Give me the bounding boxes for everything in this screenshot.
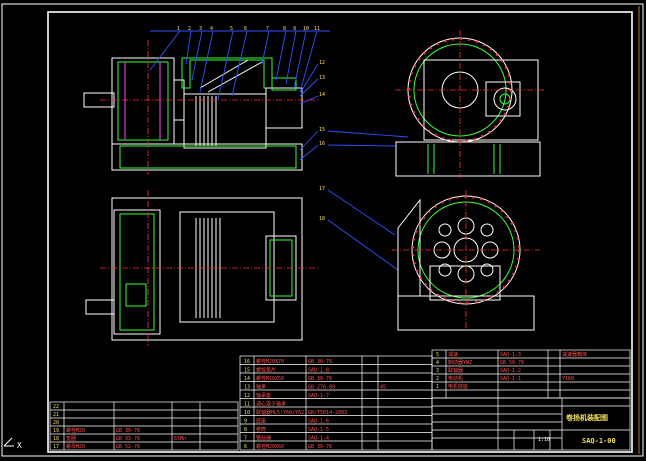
bom-m-name-7: 底座 <box>256 418 266 425</box>
top-callouts: 1 2 3 4 5 6 7 8 9 10 11 <box>149 26 330 101</box>
bom-m-code-2: GB 30-76 <box>308 376 332 382</box>
bom-m-name-3: 轴承 <box>256 384 266 391</box>
callout-15: 15 <box>319 127 325 133</box>
end-view <box>392 190 540 332</box>
bom-r-code-3: SAQ-1-1 <box>500 376 521 382</box>
bom-m-no-5: 11 <box>244 402 250 408</box>
callout-2: 2 <box>188 26 191 32</box>
bom-l-no-2: 20 <box>53 420 59 426</box>
bom-r-no-2: 3 <box>436 368 439 374</box>
callout-4: 4 <box>210 26 213 32</box>
bom-right-rows: 5 4 3 2 1 减速 制动器YWZ 联轴器 电动机 电机底座 SAQ-1-3… <box>436 351 587 390</box>
bom-m-no-2: 14 <box>244 376 250 382</box>
bom-r-name-2: 联轴器 <box>448 367 463 374</box>
bom-r-code-2: SAQ-1-2 <box>500 368 521 374</box>
bom-l-mat-4: 65Mn <box>174 436 186 442</box>
bom-mid-rows: 16 15 14 13 12 11 10 9 8 7 6 螺栓M20X70 螺栓… <box>244 358 386 450</box>
bom-m-name-10: 螺栓M20X60 <box>256 443 284 450</box>
side-callouts: 12 13 14 15 16 17 18 <box>299 60 409 271</box>
bom-left-rows: 22 21 20 19 18 17 螺栓M20 垫圈 螺母M20 GB 30-7… <box>53 404 186 450</box>
ucs-axis-label: X <box>17 441 22 450</box>
callout-11: 11 <box>314 26 320 32</box>
callout-3: 3 <box>199 26 202 32</box>
bom-m-no-7: 9 <box>244 419 247 425</box>
bom-l-no-4: 18 <box>53 436 59 442</box>
bom-tables <box>49 349 631 451</box>
bom-l-no-0: 22 <box>53 404 59 410</box>
bom-m-name-4: 轴承座 <box>256 392 271 399</box>
bom-m-code-3: GB 276-89 <box>308 385 335 391</box>
bom-r-code-0: SAQ-1-3 <box>500 352 521 358</box>
callout-6: 6 <box>244 26 247 32</box>
sheet-inner-frame <box>47 11 633 453</box>
bom-m-code-6: GB/T5014-2003 <box>308 410 347 416</box>
bom-r-no-3: 2 <box>436 376 439 382</box>
callout-5: 5 <box>230 26 233 32</box>
callout-7: 7 <box>266 26 269 32</box>
bom-r-mat-0: 减速器箱体 <box>562 351 587 358</box>
bom-m-name-0: 螺栓M20X70 <box>256 358 284 365</box>
callout-14: 14 <box>319 92 325 98</box>
ucs-axis-icon: X <box>3 437 22 450</box>
side-view-top <box>395 30 545 178</box>
front-view <box>83 40 320 175</box>
bom-m-code-10: GB 30-76 <box>308 444 332 450</box>
bom-m-mat-3: 45 <box>380 385 386 391</box>
bom-m-no-0: 16 <box>244 359 250 365</box>
bom-m-no-1: 15 <box>244 368 250 374</box>
title-block-number: SAQ-1-00 <box>582 437 616 445</box>
bom-m-code-9: SAQ-1-4 <box>308 436 329 442</box>
bom-m-no-4: 12 <box>244 393 250 399</box>
bom-l-code-5: GB 52-76 <box>116 444 140 450</box>
bom-m-name-1: 螺栓垫片 <box>256 367 276 374</box>
bom-m-no-9: 7 <box>244 436 247 442</box>
bom-l-code-4: GB 93-76 <box>116 436 140 442</box>
plan-view <box>85 190 320 346</box>
bom-l-no-3: 19 <box>53 428 59 434</box>
bom-m-code-7: SAQ-1-6 <box>308 419 329 425</box>
callout-12: 12 <box>319 60 325 66</box>
bom-l-name-5: 螺母M20 <box>66 443 85 450</box>
bom-r-name-4: 电机底座 <box>448 383 468 390</box>
bom-m-name-6: 联轴器HL5(Y60/Y62) <box>256 409 307 416</box>
bom-m-name-8: 卷筒 <box>256 426 266 433</box>
bom-m-no-8: 8 <box>244 427 247 433</box>
bom-r-no-4: 1 <box>436 384 439 390</box>
callout-1: 1 <box>177 26 180 32</box>
bom-l-name-4: 垫圈 <box>66 435 76 442</box>
bom-m-no-6: 10 <box>244 410 250 416</box>
callout-18: 18 <box>319 216 325 222</box>
bom-r-no-1: 4 <box>436 360 439 366</box>
bom-m-code-0: GB 30-76 <box>308 359 332 365</box>
sheet-outer-border <box>1 3 644 457</box>
bom-m-no-10: 6 <box>244 444 247 450</box>
callout-13: 13 <box>319 75 325 81</box>
bom-l-no-1: 21 <box>53 412 59 418</box>
bom-m-no-3: 13 <box>244 385 250 391</box>
bom-r-name-1: 制动器YWZ <box>448 359 472 366</box>
bom-l-no-5: 17 <box>53 444 59 450</box>
title-block-title: 卷扬机装配图 <box>566 413 608 422</box>
bom-m-name-5: 调心滚子轴承 <box>256 401 286 408</box>
bom-m-name-9: 钢丝绳 <box>256 435 271 442</box>
bom-m-code-1: SAQ-1-8 <box>308 368 329 374</box>
title-block: 卷扬机装配图 SAQ-1-00 1:10 <box>538 413 616 445</box>
bom-r-code-1: GB 50-76 <box>500 360 524 366</box>
callout-16: 16 <box>319 141 325 147</box>
bom-m-code-4: SAQ-1-7 <box>308 393 329 399</box>
bom-m-code-8: SAQ-1-5 <box>308 427 329 433</box>
bom-r-mat-3: Y160 <box>562 376 574 382</box>
callout-8: 8 <box>283 26 286 32</box>
bom-r-name-3: 电动机 <box>448 375 463 382</box>
bom-r-name-0: 减速 <box>448 351 458 358</box>
title-block-scale: 1:10 <box>538 437 550 443</box>
bom-m-name-2: 螺栓M16X50 <box>256 375 284 382</box>
bom-r-no-0: 5 <box>436 352 439 358</box>
callout-9: 9 <box>293 26 296 32</box>
bom-l-name-3: 螺栓M20 <box>66 427 85 434</box>
bom-l-code-3: GB 30-76 <box>116 428 140 434</box>
callout-10: 10 <box>303 26 309 32</box>
callout-17: 17 <box>319 186 325 192</box>
